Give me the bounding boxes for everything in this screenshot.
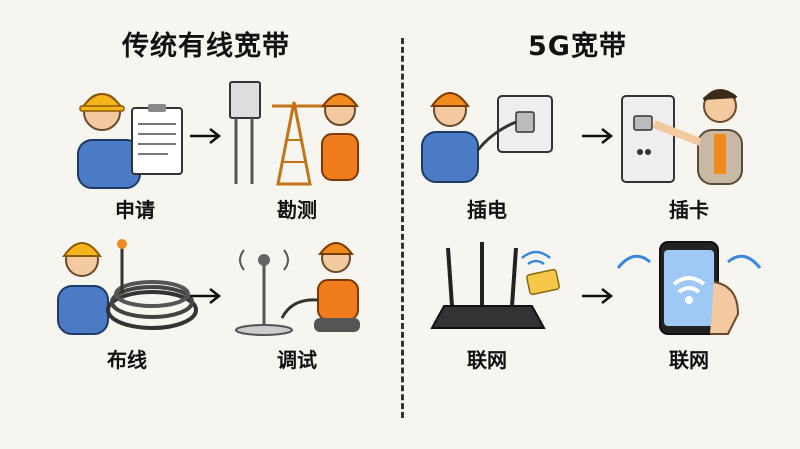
arrow-right-icon [188,286,224,306]
step-apply: 申请 [60,72,210,222]
cable-coil-icon [52,222,202,342]
step-wiring: 布线 [52,222,202,372]
antenna-debug-icon [222,222,372,342]
wall-outlet-icon [412,72,562,192]
router-icon [412,222,562,342]
step-label-phone-online: 联网 [614,344,764,373]
step-label-insert-card: 插卡 [614,194,764,223]
arrow-right-icon [580,286,616,306]
section-divider [401,38,404,418]
step-label-plug-power: 插电 [412,194,562,223]
step-label-apply: 申请 [60,194,210,223]
step-debug: 调试 [222,222,372,372]
phone-wifi-icon [614,222,764,342]
step-label-router-online: 联网 [412,344,562,373]
step-plug-power: 插电 [412,72,562,222]
step-phone-online: 联网 [614,222,764,372]
step-label-survey: 勘测 [222,194,372,223]
arrow-right-icon [580,126,616,146]
step-survey: 勘测 [222,72,372,222]
title-5g: 5G宽带 [528,24,627,63]
sim-slot-icon [614,72,764,192]
arrow-right-icon [188,126,224,146]
title-traditional: 传统有线宽带 [122,24,290,63]
step-insert-card: 插卡 [614,72,764,222]
surveyor-tower-icon [222,72,372,192]
step-router-online: 联网 [412,222,562,372]
step-label-debug: 调试 [222,344,372,373]
step-label-wiring: 布线 [52,344,202,373]
